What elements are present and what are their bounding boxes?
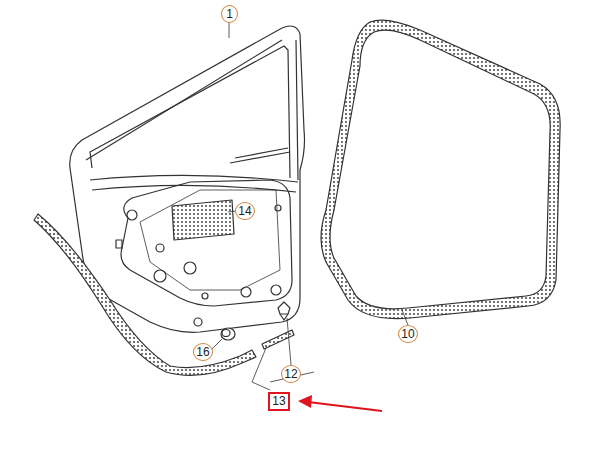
- callout-number: 12: [281, 365, 301, 383]
- pointer-arrow: [298, 395, 382, 411]
- callout-number: 14: [235, 202, 255, 220]
- callout-number: 1: [221, 5, 238, 23]
- callout-number: 16: [193, 343, 213, 361]
- callout-number: 13: [268, 392, 290, 411]
- callout-number: 10: [398, 325, 418, 343]
